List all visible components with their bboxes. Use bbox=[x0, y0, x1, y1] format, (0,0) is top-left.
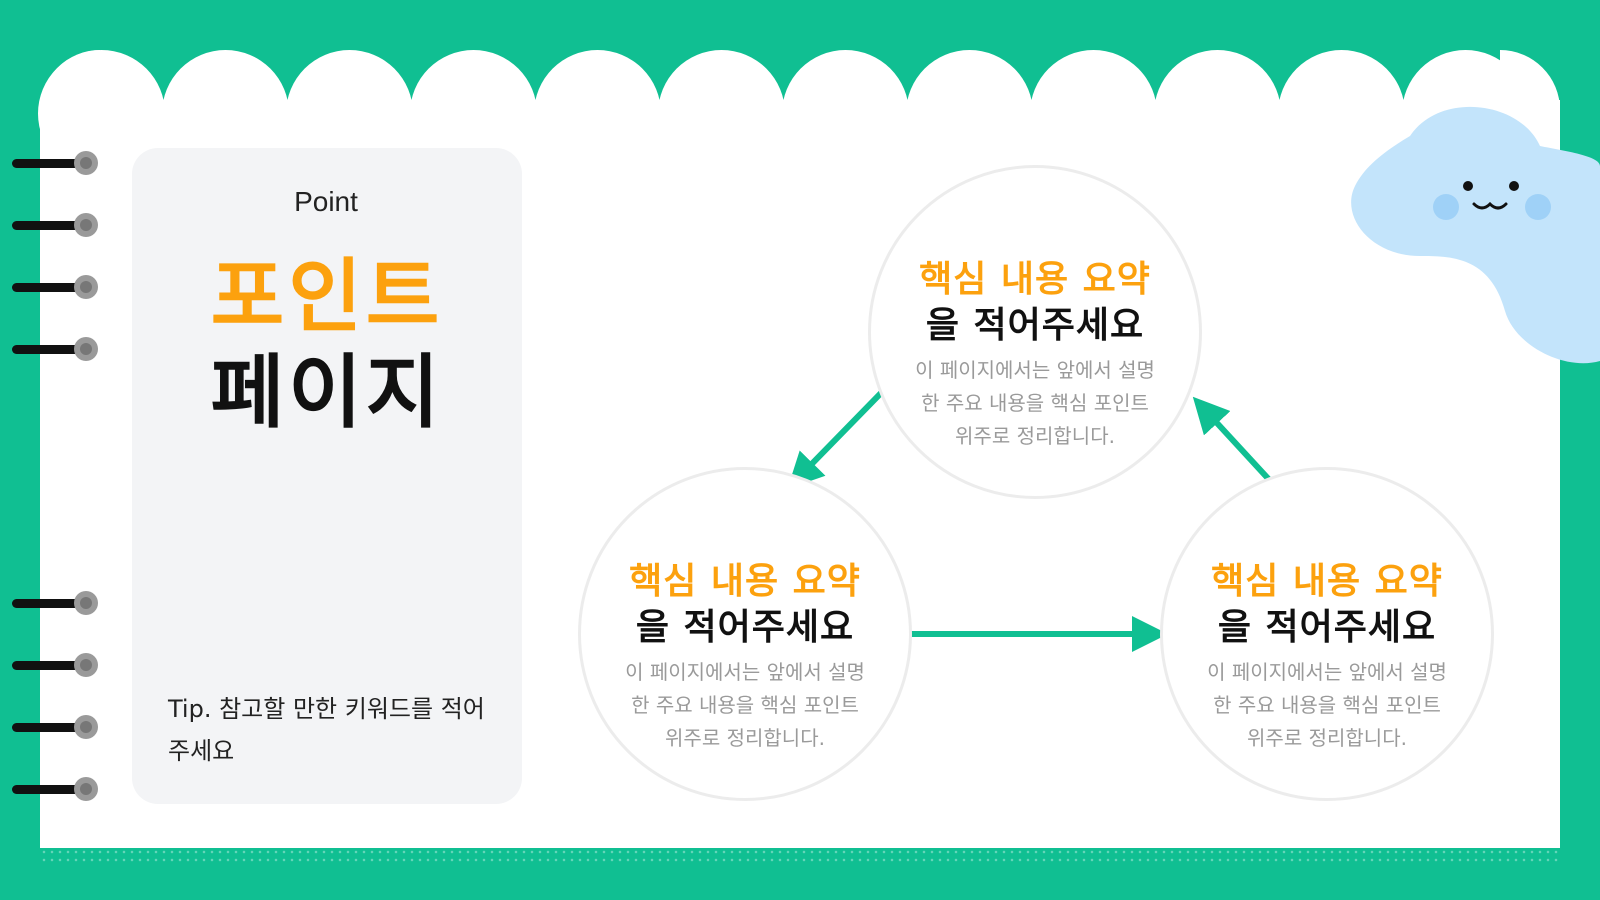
smiling-cloud-mascot-icon bbox=[1351, 106, 1600, 364]
summary-subheading: 을 적어주세요 bbox=[1217, 607, 1437, 648]
summary-body: 이 페이지에서는 앞에서 설명한 주요 내용을 핵심 포인트 위주로 정리합니다… bbox=[915, 358, 1155, 448]
summary-circle-right: 핵심 내용 요약 을 적어주세요 이 페이지에서는 앞에서 설명한 주요 내용을… bbox=[1160, 467, 1494, 801]
binder-ring bbox=[12, 774, 98, 804]
binder-ring bbox=[12, 588, 98, 618]
summary-circle-top: 핵심 내용 요약 을 적어주세요 이 페이지에서는 앞에서 설명한 주요 내용을… bbox=[868, 165, 1202, 499]
point-card bbox=[132, 148, 522, 804]
summary-subheading: 을 적어주세요 bbox=[925, 305, 1145, 346]
summary-circle-left: 핵심 내용 요약 을 적어주세요 이 페이지에서는 앞에서 설명한 주요 내용을… bbox=[578, 467, 912, 801]
arrow-right-to-top bbox=[1192, 396, 1278, 489]
binder-ring bbox=[12, 148, 98, 178]
summary-body: 이 페이지에서는 앞에서 설명한 주요 내용을 핵심 포인트 위주로 정리합니다… bbox=[625, 660, 865, 750]
binder-ring bbox=[12, 712, 98, 742]
point-eyebrow: Point bbox=[294, 186, 358, 217]
tip-text: Tip. 참고할 만한 키워드를 적어주세요 bbox=[168, 695, 485, 765]
summary-heading: 핵심 내용 요약 bbox=[1211, 561, 1443, 602]
summary-heading: 핵심 내용 요약 bbox=[629, 561, 861, 602]
page-title-line2: 페이지 bbox=[210, 346, 444, 439]
summary-heading: 핵심 내용 요약 bbox=[919, 259, 1151, 300]
summary-subheading: 을 적어주세요 bbox=[635, 607, 855, 648]
dotted-footer-strip bbox=[40, 848, 1560, 866]
binder-ring bbox=[12, 334, 98, 364]
binder-ring bbox=[12, 210, 98, 240]
page-title-line1: 포인트 bbox=[210, 250, 444, 343]
binder-ring bbox=[12, 272, 98, 302]
binder-ring bbox=[12, 650, 98, 680]
summary-body: 이 페이지에서는 앞에서 설명한 주요 내용을 핵심 포인트 위주로 정리합니다… bbox=[1207, 660, 1447, 750]
arrow-top-to-left bbox=[787, 389, 885, 489]
